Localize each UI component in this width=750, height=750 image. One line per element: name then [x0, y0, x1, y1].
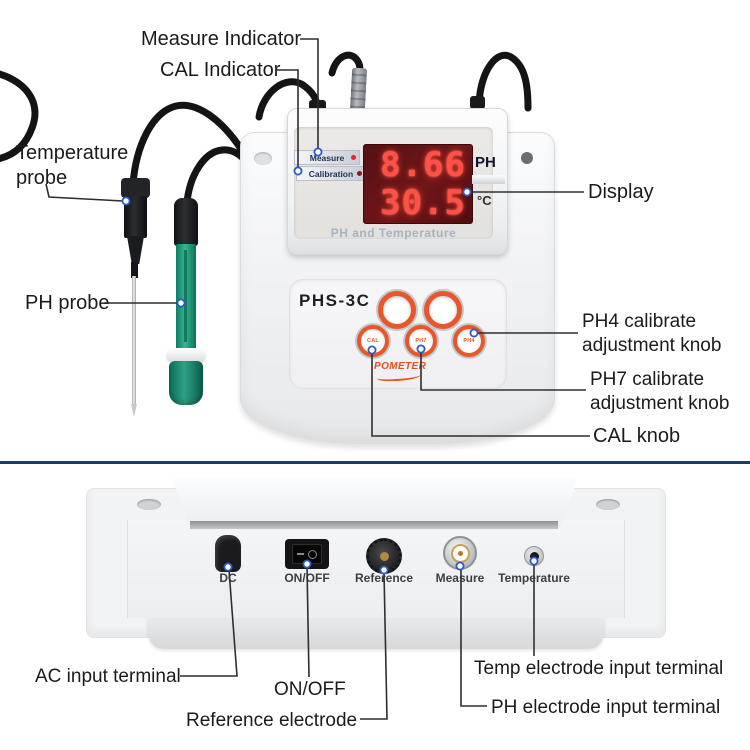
label-cal-knob: CAL knob [593, 425, 681, 447]
label-measure-indicator: Measure Indicator [141, 28, 302, 50]
label-ph7-knob: PH7 calibrate adjustment knob [590, 369, 730, 414]
bracket-hole [254, 152, 272, 165]
bnc-pin [457, 550, 463, 556]
rear-lid [172, 478, 578, 528]
label-ph4-knob: PH4 calibrate adjustment knob [582, 311, 722, 356]
adjust-knob-right [424, 291, 462, 329]
temperature-probe-tip [131, 404, 137, 417]
temp-value: 30.5 [380, 183, 466, 223]
measure-indicator-label: Measure [309, 152, 345, 163]
ph-value: 8.66 [380, 145, 466, 185]
ph7-knob-label: PH7 [415, 338, 427, 344]
dc-jack [215, 535, 241, 572]
ph-probe-bottom-cap [169, 361, 203, 405]
ph-probe-white-ring [167, 348, 205, 363]
temp-probe-cable [129, 101, 247, 188]
power-switch-rocker [292, 544, 322, 564]
measure-bnc-connector [443, 536, 477, 570]
calibration-indicator-label: Calibration [308, 168, 354, 179]
calibration-indicator-strip: Calibration [296, 166, 366, 181]
circle-icon [308, 549, 317, 559]
label-cal-indicator: CAL Indicator [160, 59, 281, 81]
display-caption: PH and Temperature [330, 226, 457, 240]
label-temp-electrode: Temp electrode input terminal [474, 658, 724, 679]
reference-connector-pin [379, 551, 389, 561]
bnc-inner-ring [450, 543, 470, 563]
model-label: PHS-3C [299, 291, 371, 310]
label-on-off: ON/OFF [274, 679, 346, 700]
temperature-jack [524, 546, 544, 566]
ph-unit-label: PH [475, 154, 496, 171]
label-temperature-probe: Temperature probe [16, 142, 129, 189]
reference-connector [366, 538, 402, 574]
label-ph-probe: PH probe [25, 292, 110, 314]
temp-unit-label: °C [477, 193, 492, 208]
adjust-knob-left [378, 291, 416, 329]
temperature-probe-body [124, 196, 147, 238]
temperature-probe-taper [127, 236, 144, 264]
ph7-knob: PH7 [405, 325, 437, 357]
bracket-screw [521, 152, 533, 164]
ph-probe-cable [183, 146, 248, 206]
port-label-temperature: Temperature [498, 571, 570, 585]
rear-left-wing-hole [137, 499, 161, 510]
port-label-dc: DC [219, 571, 237, 585]
label-ph-electrode: PH electrode input terminal [491, 697, 721, 718]
measure-indicator-strip: Measure [294, 150, 360, 165]
ph-probe-cap [174, 198, 198, 246]
measure-led-icon [351, 155, 356, 160]
rear-right-wing-hole [596, 499, 620, 510]
cal-knob-label: CAL [367, 338, 379, 344]
section-divider [0, 461, 750, 464]
brand-logo: POMETER [374, 361, 427, 372]
temperature-jack-pin [529, 551, 539, 561]
ph4-knob: PH4 [453, 325, 485, 357]
cal-knob: CAL [357, 325, 389, 357]
lcd-display: 8.66 30.5 [363, 144, 473, 224]
temperature-probe-needle [132, 276, 136, 406]
calibration-led-icon [357, 171, 362, 176]
temperature-probe-stem [131, 262, 138, 278]
temperature-probe-gland [121, 178, 150, 198]
metal-electrode-connector [349, 67, 368, 113]
ph4-knob-label: PH4 [463, 338, 475, 344]
label-reference-electrode: Reference electrode [186, 710, 358, 731]
display-separator-band [472, 175, 505, 184]
right-top-cable [475, 51, 532, 112]
minus-icon [297, 553, 304, 555]
rear-lid-shadow [190, 521, 558, 529]
label-ac-input: AC input terminal [35, 666, 181, 687]
label-display: Display [588, 181, 654, 203]
power-switch [285, 539, 329, 569]
ph-probe-inner-line [184, 250, 187, 342]
